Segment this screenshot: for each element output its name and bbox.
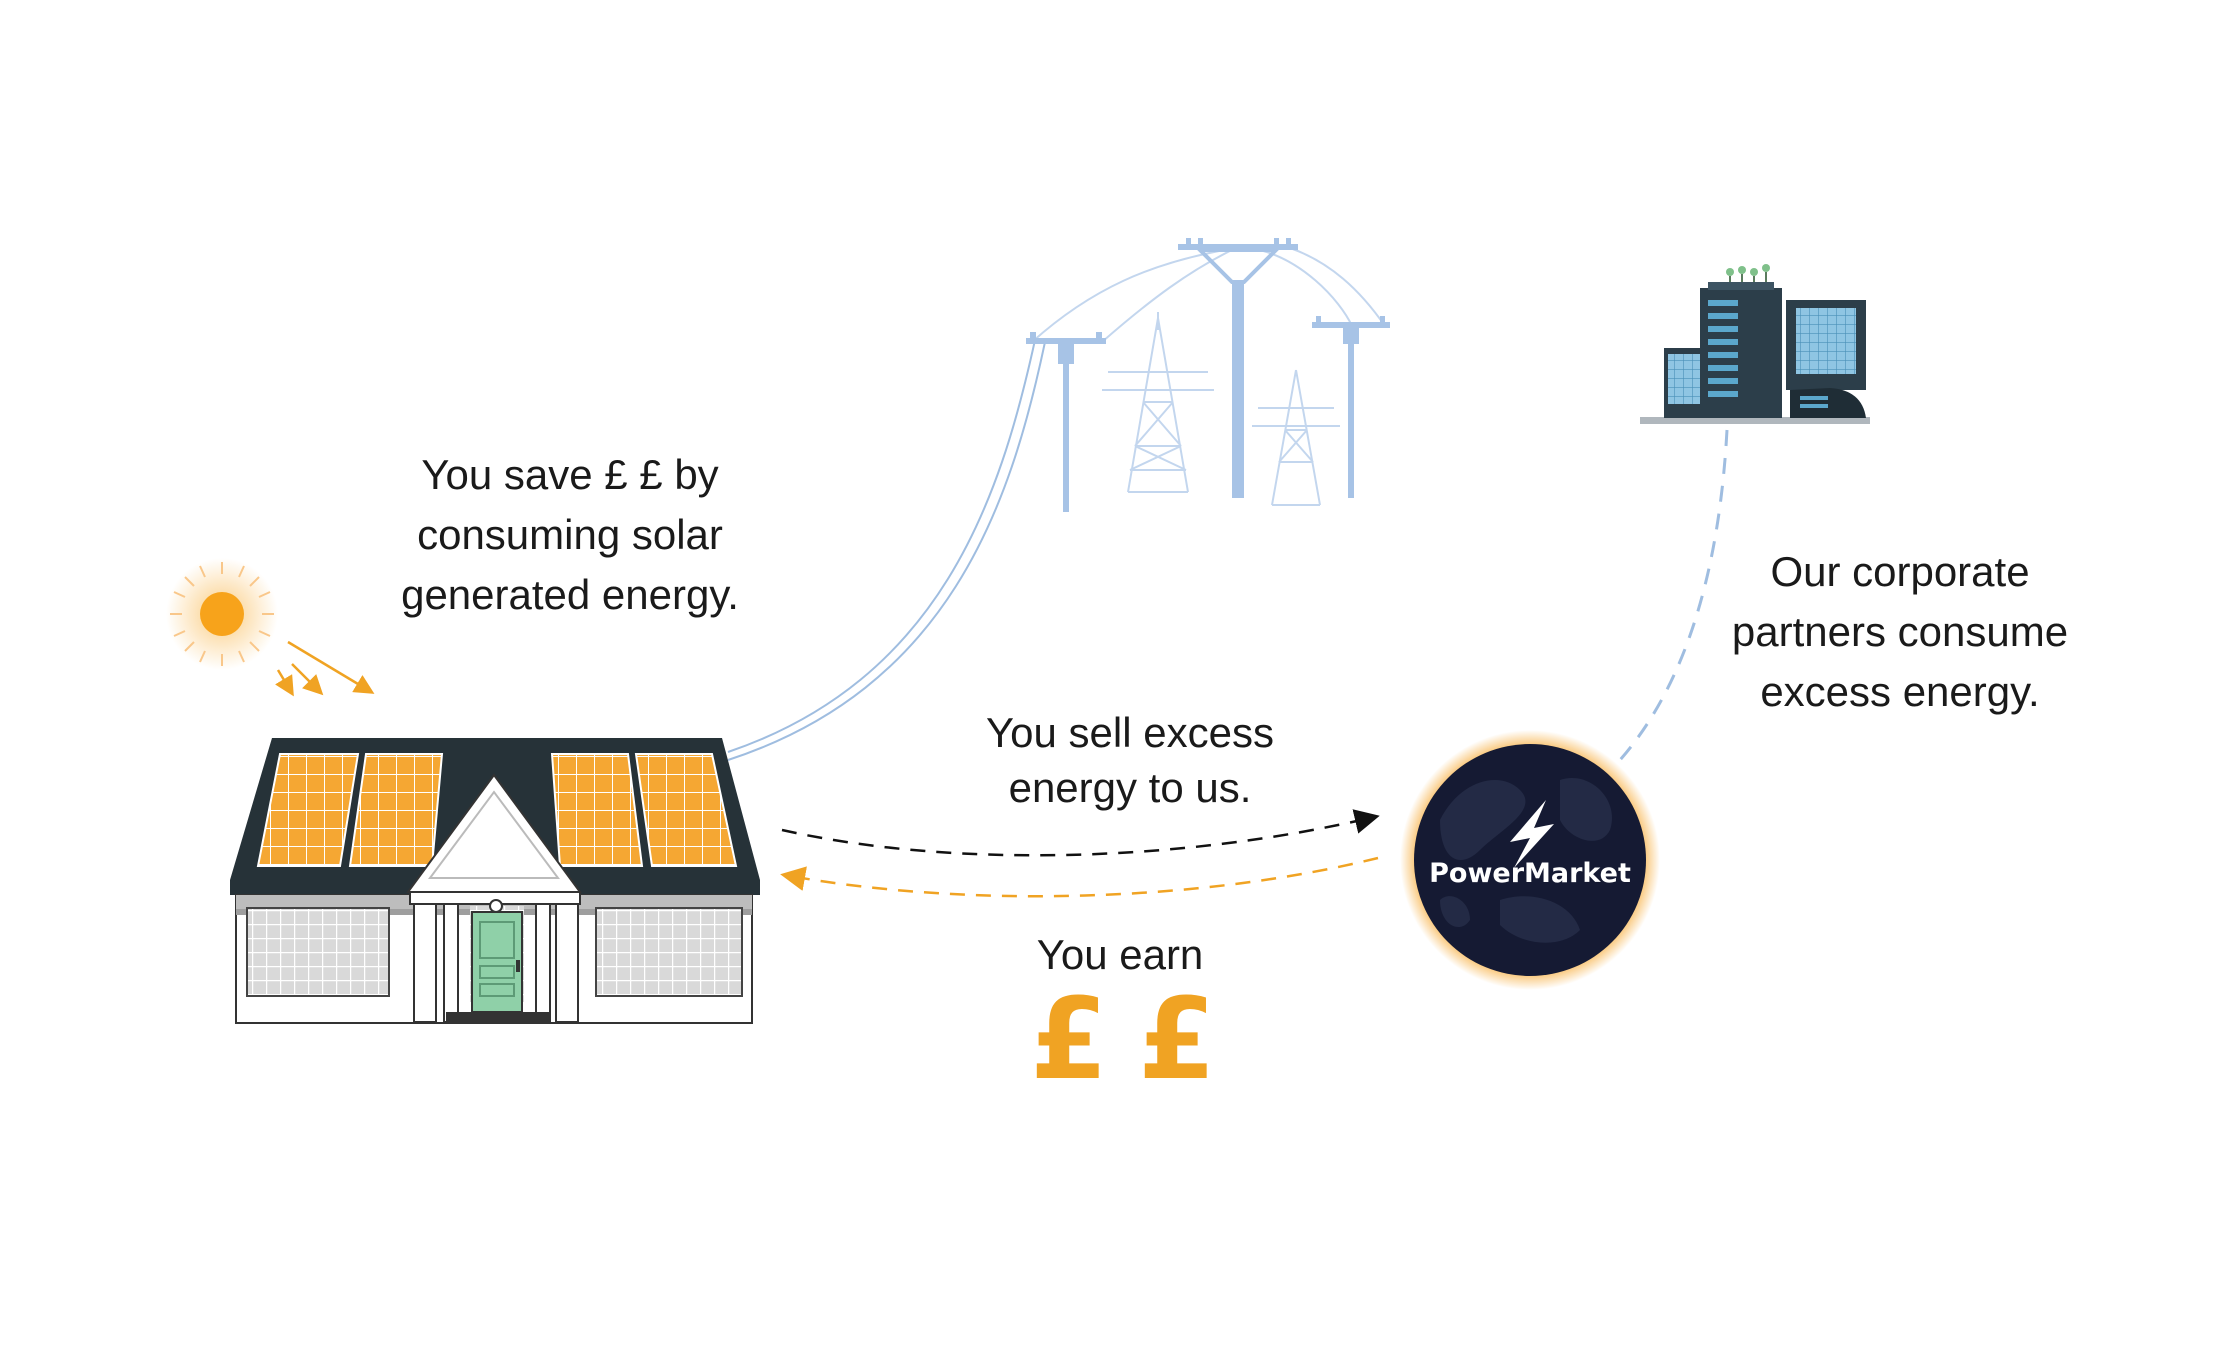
- sell-energy-arrow: [781, 809, 1380, 857]
- earn-money-arrow: [780, 856, 1379, 898]
- building-link-line: [1618, 429, 1729, 761]
- pound-icon: £: [1138, 975, 1216, 1105]
- sell-line-1: You sell excess: [986, 709, 1274, 756]
- pound-symbols: £ £: [1010, 975, 1250, 1105]
- corporate-caption: Our corporate partners consume excess en…: [1680, 542, 2120, 722]
- save-money-caption: You save £ £ by consuming solar generate…: [360, 445, 780, 625]
- save-line-3: generated energy.: [401, 571, 739, 618]
- sell-energy-caption: You sell excess energy to us.: [930, 705, 1330, 815]
- powermarket-logo: [1400, 730, 1660, 990]
- earn-caption: You earn: [1036, 931, 1204, 978]
- corp-line-3: excess energy.: [1760, 668, 2040, 715]
- office-building-icon: [1640, 264, 1870, 424]
- grid-cable: [727, 339, 1046, 761]
- house-icon: [230, 738, 760, 1024]
- save-line-1: You save £ £ by: [421, 451, 719, 498]
- corp-line-1: Our corporate: [1770, 548, 2030, 595]
- sun-ray-arrows: [274, 640, 375, 697]
- save-line-2: consuming solar: [417, 511, 723, 558]
- powermarket-logo-text: PowerMarket: [1429, 858, 1631, 889]
- solar-panel-icon: [256, 753, 738, 867]
- pound-icon: £: [1030, 975, 1108, 1105]
- sell-line-2: energy to us.: [1008, 764, 1252, 811]
- power-pylons-icon: [1026, 238, 1390, 512]
- corp-line-2: partners consume: [1731, 608, 2069, 655]
- sun-icon: [166, 558, 278, 670]
